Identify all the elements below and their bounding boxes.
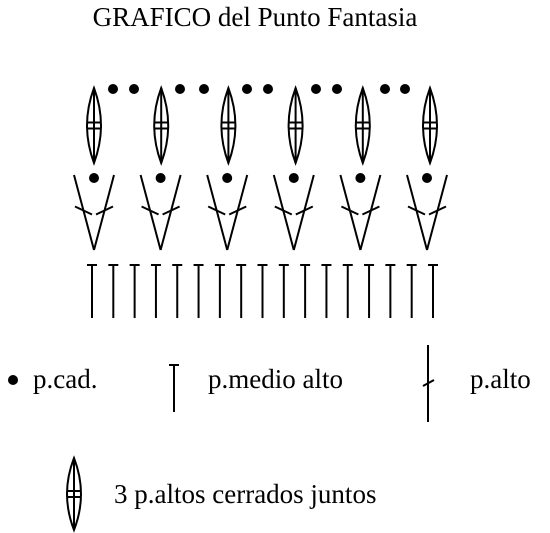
double-crochet-v-group [406,174,448,251]
chain-stitch-dot [175,84,185,94]
three-double-cluster [220,85,237,166]
half-double-stitch [406,264,417,318]
double-crochet-v-group [272,174,315,251]
legend-double-icon [422,345,435,422]
chain-stitch-dot [222,173,233,183]
chain-stitch-dot [355,173,366,183]
three-double-cluster [354,85,371,166]
chain-stitch-dot [332,84,342,94]
half-double-stitch [87,264,97,318]
legend-cluster-icon [66,455,82,533]
legend-chain-label: p.cad. [33,364,98,394]
chain-stitch-dot [263,84,273,94]
half-double-stitch [193,264,204,318]
double-crochet-v-group [73,174,115,251]
half-double-stitch [129,264,140,318]
legend-cluster-label: 3 p.altos cerrados juntos [114,479,377,509]
chain-stitch-dot [288,173,299,183]
half-double-stitch [321,264,332,318]
diagram-title: GRAFICO del Punto Fantasia [92,2,418,32]
half-double-stitch [342,264,353,318]
half-double-stitch [108,264,119,318]
half-double-stitch [300,264,311,318]
double-crochet-v-group [339,174,382,251]
half-double-stitch [172,264,183,318]
three-double-cluster [422,85,438,166]
chain-stitch-dot [242,84,252,94]
half-double-stitch [236,264,247,318]
chain-stitch-dot [129,84,139,94]
legend-chain-icon [8,375,18,385]
double-crochet-v-group [139,174,182,251]
double-crochet-v-group [206,174,249,251]
half-double-stitch [150,264,161,318]
chain-stitch-dot [199,84,209,94]
legend-half-double-label: p.medio alto [208,364,343,394]
chain-stitch-dot [89,173,99,183]
chain-stitch-dot [380,84,390,94]
three-double-cluster [86,85,102,166]
chain-stitch-dot [422,173,432,183]
chain-stitch-dot [108,84,118,94]
three-double-cluster [287,85,304,166]
half-double-stitch [278,264,289,318]
half-double-stitch [257,264,268,318]
three-double-cluster [153,85,170,166]
half-double-stitch [364,264,375,318]
half-double-stitch [385,264,396,318]
chain-stitch-dot [400,84,410,94]
legend-double-label: p.alto [470,364,531,394]
chain-stitch-dot [155,173,166,183]
half-double-stitch [214,264,225,318]
legend-half-double-icon [169,364,179,412]
chain-stitch-dot [311,84,321,94]
half-double-stitch [428,264,438,318]
